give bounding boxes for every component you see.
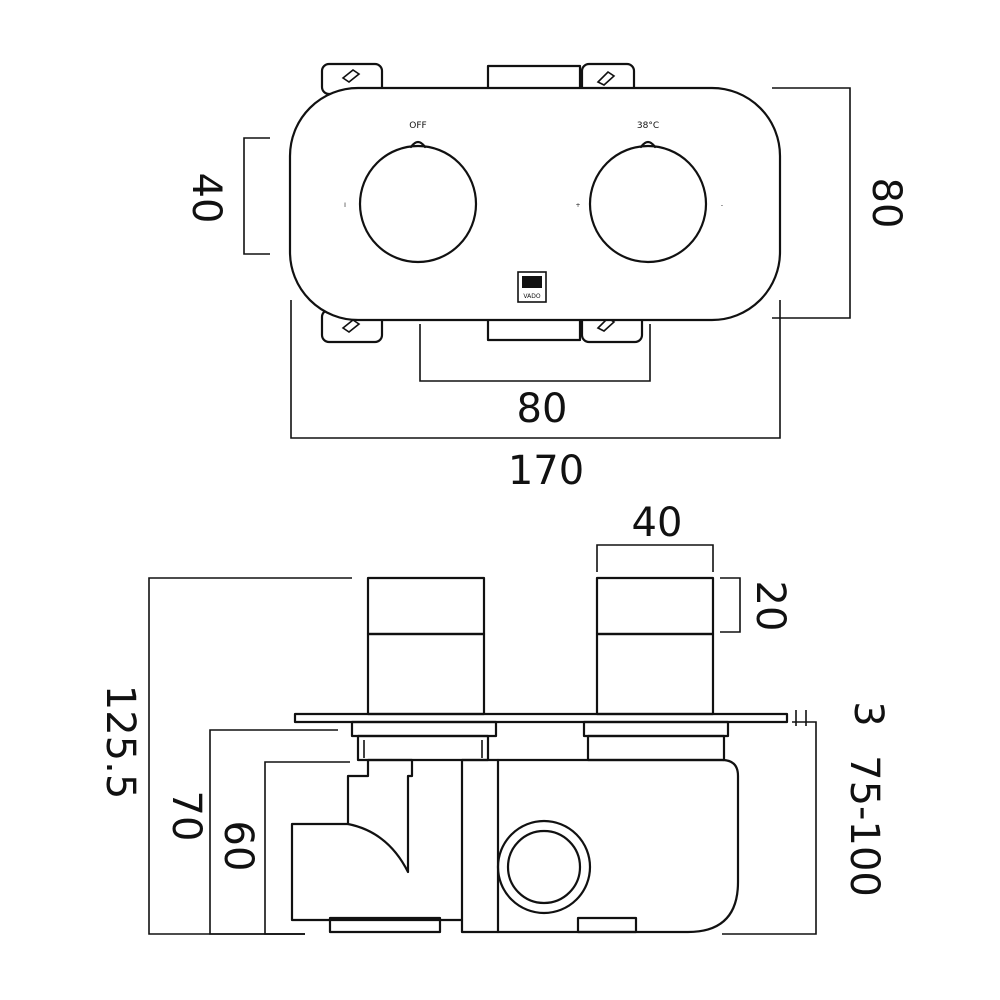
brand-logo: VADO [517,271,547,303]
svg-text:170: 170 [508,448,584,494]
svg-text:70: 70 [163,791,209,842]
svg-text:125.5: 125.5 [97,685,143,800]
svg-text:3: 3 [845,701,891,726]
dim-depth-70: 70 [163,729,338,935]
foot-left [328,916,442,934]
svg-text:40: 40 [632,500,683,546]
bezel-right [582,720,730,738]
svg-text:75-100: 75-100 [841,755,887,897]
dim-depth-60: 60 [215,761,350,935]
bezel-left [350,720,498,738]
valve-body [460,758,740,934]
svg-text:80: 80 [517,386,568,432]
foot-right [576,916,638,934]
dim-front-knob-diameter: 40 [183,137,270,255]
dim-plate-height: 80 [772,87,909,319]
svg-text:VADO: VADO [523,293,540,300]
handle-left [366,576,486,716]
dim-handle-width: 40 [596,500,714,572]
knob-left-label: OFF [409,121,426,131]
handle-right [595,576,715,716]
svg-text:80: 80 [863,178,909,229]
inlet-elbow [346,758,414,874]
dim-plate-width: 170 [290,300,781,494]
outlet-port [496,819,592,915]
nut-right [586,734,726,762]
front-view: OFF I 38°C + - VADO 40 80 [183,62,909,494]
knob-left: OFF I [344,121,478,264]
dim-handle-depth: 20 [720,577,793,633]
side-view: 40 20 3 75-100 125.5 70 [97,500,891,935]
svg-text:40: 40 [183,173,229,224]
cover-plate [293,712,789,724]
knob-right-plus: + [575,202,580,209]
knob-right-label: 38°C [637,121,659,131]
nut-left [356,734,490,762]
dim-overall-depth: 125.5 [97,577,352,935]
svg-text:20: 20 [747,581,793,632]
svg-text:60: 60 [215,821,261,872]
knob-left-side-mark: I [344,202,346,209]
dim-wall-range: 75-100 [722,721,887,935]
dim-knob-spacing: 80 [419,324,651,432]
dim-plate-thickness: 3 [795,701,891,727]
knob-right-minus: - [721,202,723,209]
knob-right: 38°C + - [575,121,723,264]
